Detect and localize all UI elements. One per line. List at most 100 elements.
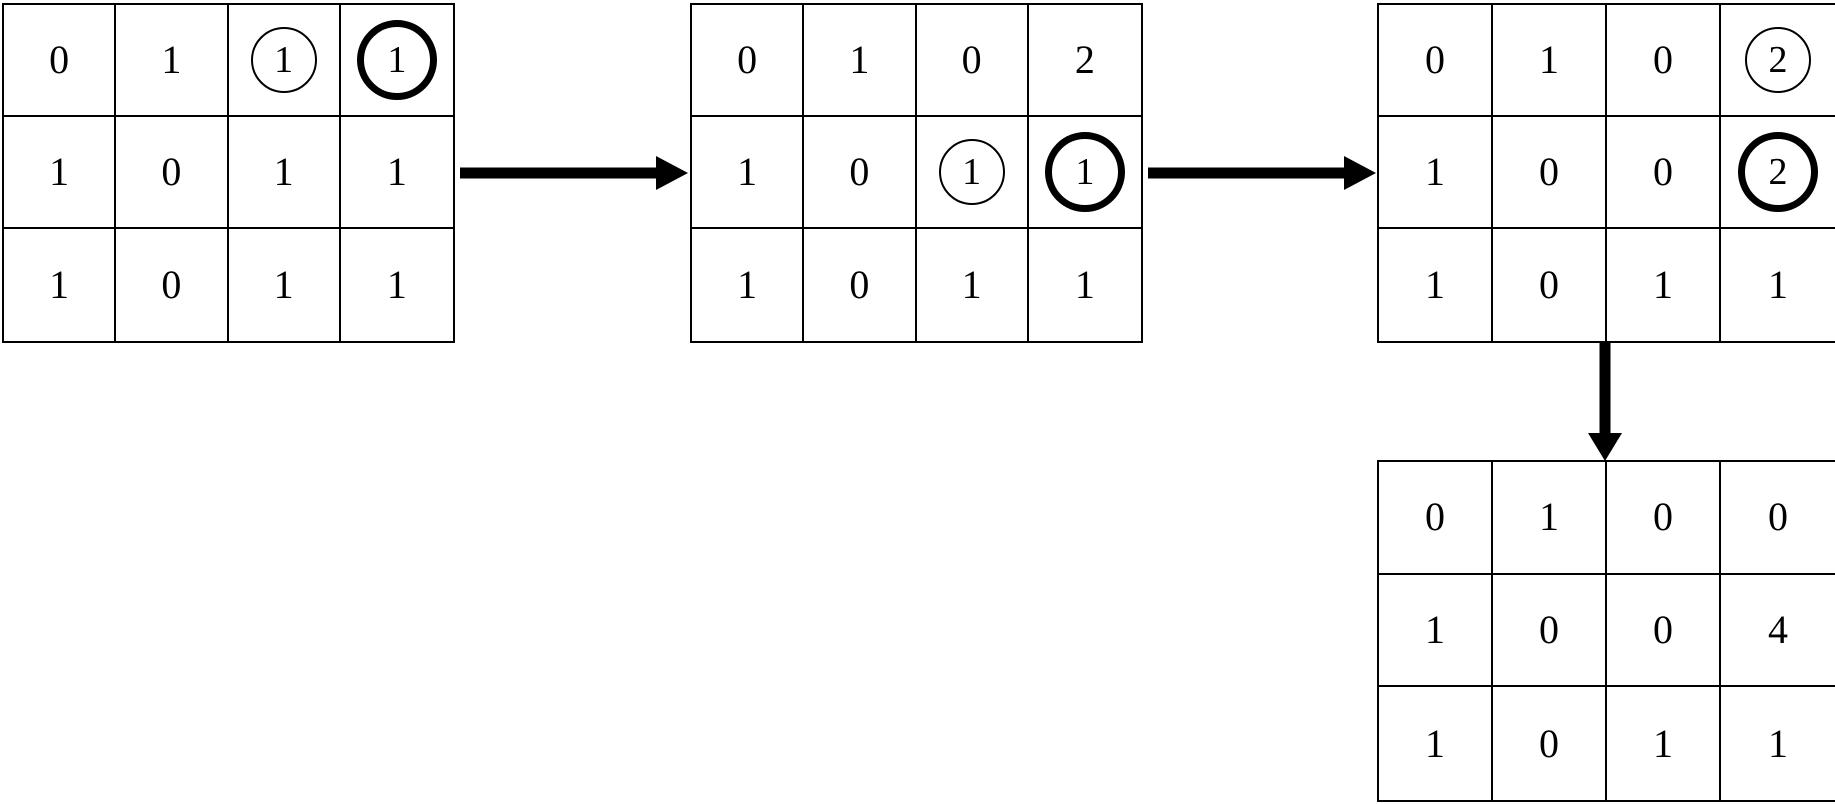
cell-value: 1 [1768, 720, 1788, 766]
cell-value: 1 [849, 37, 870, 82]
matrix-cell-r1-c1: 0 [4, 5, 117, 117]
matrix-cell-r1-c3: 0 [1607, 5, 1721, 117]
matrix-cell-r1-c3: 0 [916, 5, 1029, 117]
cell-value: 0 [1653, 37, 1673, 82]
cell-value: 0 [1653, 149, 1673, 194]
matrix-cell-r2-c3: 1 [916, 117, 1029, 229]
matrix-cell-r3-c4: 1 [341, 229, 453, 341]
cell-value: 1 [737, 262, 758, 307]
cell-value: 0 [1539, 262, 1559, 307]
cell-value: 0 [1539, 149, 1559, 194]
matrix-cell-r2-c1: 1 [692, 117, 805, 229]
cell-value: 1 [1074, 262, 1095, 307]
matrix-cell-r2-c2: 0 [1493, 117, 1607, 229]
matrix-cell-r3-c4: 1 [1721, 687, 1835, 800]
matrix-cell-r2-c4: 1 [340, 117, 453, 229]
cell-value: 1 [161, 37, 182, 82]
cell-value: 0 [1653, 494, 1673, 540]
matrix-cell-r1-c4: 2 [1028, 5, 1141, 117]
matrix-cell-r2-c3: 0 [1607, 117, 1721, 229]
cell-value: 1 [1768, 262, 1788, 307]
cell-value: 1 [1425, 606, 1445, 652]
matrix-cell-r2-c2: 0 [804, 117, 917, 229]
cell-value: 0 [849, 149, 870, 194]
matrix-cell-r3-c1: 1 [4, 229, 117, 341]
cell-value: 4 [1768, 606, 1788, 652]
cell-value: 1 [1653, 262, 1673, 307]
cell-value: 0 [161, 149, 182, 194]
cell-value: 0 [1653, 606, 1673, 652]
matrix-cell-r3-c2: 0 [1493, 687, 1607, 800]
circled-value-bold: 1 [356, 20, 437, 100]
cell-value: 1 [961, 262, 982, 307]
cell-value: 1 [386, 262, 407, 307]
matrix-cell-r1-c2: 1 [1493, 462, 1607, 575]
matrix-cell-r1-c1: 0 [692, 5, 805, 117]
cell-value: 1 [386, 149, 407, 194]
circled-value-bold: 1 [1044, 132, 1125, 212]
matrix-cell-r1-c4: 2 [1721, 5, 1835, 117]
matrix-cell-r3-c3: 1 [1607, 687, 1721, 800]
matrix-cell-r1-c2: 1 [116, 5, 229, 117]
cell-value: 0 [161, 262, 182, 307]
cell-value: 0 [1425, 494, 1445, 540]
matrix-cell-r3-c4: 1 [1721, 229, 1835, 341]
matrix-cell-r2-c4: 4 [1721, 575, 1835, 688]
cell-value: 1 [1653, 720, 1673, 766]
matrix-cell-r2-c2: 0 [116, 117, 229, 229]
matrix-cell-r1-c1: 0 [1379, 5, 1493, 117]
cell-value: 0 [737, 37, 758, 82]
cell-value: 1 [273, 262, 294, 307]
matrix-cell-r1-c3: 1 [228, 5, 341, 117]
cell-value: 1 [737, 149, 758, 194]
matrix-cell-r3-c3: 1 [1607, 229, 1721, 341]
cell-value: 1 [1425, 149, 1445, 194]
cell-value: 1 [49, 262, 70, 307]
matrix-cell-r3-c2: 0 [116, 229, 229, 341]
cell-value: 1 [1539, 37, 1559, 82]
arrow-step3-to-step4 [1582, 341, 1628, 463]
arrow-step1-to-step2 [458, 153, 690, 193]
matrix-cell-r3-c1: 1 [692, 229, 805, 341]
matrix-cell-r2-c1: 1 [1379, 574, 1493, 688]
matrix-cell-r2-c1: 1 [1379, 117, 1493, 229]
matrix-cell-r1-c2: 1 [804, 5, 917, 117]
cell-value: 0 [1768, 494, 1788, 540]
matrix-cell-r1-c1: 0 [1379, 462, 1493, 575]
circled-value-thin: 1 [250, 27, 317, 93]
cell-value: 1 [49, 149, 70, 194]
cell-value: 0 [49, 37, 70, 82]
circled-value-thin: 2 [1745, 27, 1811, 93]
matrix-cell-r1-c3: 0 [1607, 462, 1721, 575]
circled-value-bold: 2 [1738, 132, 1818, 212]
matrix-cell-r2-c3: 1 [228, 117, 341, 229]
matrix-cell-r3-c3: 1 [917, 229, 1029, 341]
matrix-cell-r3-c2: 0 [804, 229, 917, 341]
matrix-cell-r2-c3: 0 [1607, 574, 1721, 688]
matrix-cell-r1-c4: 0 [1721, 462, 1835, 575]
cell-value: 1 [1425, 720, 1445, 766]
matrix-cell-r3-c1: 1 [1379, 229, 1493, 341]
matrix-cell-r1-c2: 1 [1493, 5, 1607, 117]
circled-value-thin: 1 [938, 139, 1005, 205]
matrix-cell-r3-c2: 0 [1493, 229, 1607, 341]
cell-value: 1 [273, 149, 294, 194]
matrix-cell-r2-c4: 1 [1028, 117, 1141, 229]
matrix-step-3: 0 1 0 2 1 0 0 2 1 0 1 1 [1377, 3, 1835, 343]
matrix-cell-r2-c4: 2 [1721, 117, 1835, 229]
cell-value: 2 [1074, 37, 1095, 82]
matrix-cell-r1-c4: 1 [340, 5, 453, 117]
cell-value: 0 [1539, 606, 1559, 652]
cell-value: 0 [961, 37, 982, 82]
matrix-cell-r2-c1: 1 [4, 117, 117, 229]
matrix-cell-r3-c4: 1 [1029, 229, 1141, 341]
cell-value: 1 [1425, 262, 1445, 307]
matrix-cell-r2-c2: 0 [1493, 574, 1607, 688]
cell-value: 0 [849, 262, 870, 307]
cell-value: 0 [1539, 720, 1559, 766]
matrix-cell-r3-c1: 1 [1379, 687, 1493, 800]
